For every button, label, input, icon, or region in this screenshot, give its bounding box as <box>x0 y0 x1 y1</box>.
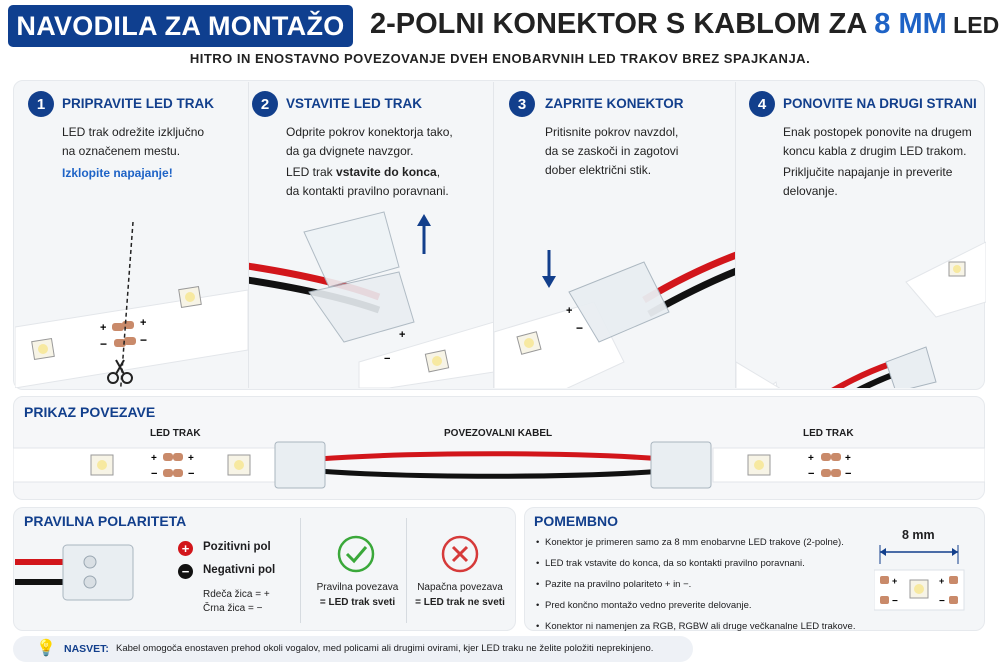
step-title: PONOVITE NA DRUGI STRANI <box>783 96 977 111</box>
step-title: VSTAVITE LED TRAK <box>286 96 423 111</box>
svg-text:−: − <box>384 353 390 365</box>
svg-text:−: − <box>151 468 157 480</box>
list-item: Konektor ni namenjen za RGB, RGBW ali dr… <box>536 616 866 637</box>
right-strip-label: LED TRAK <box>803 428 854 439</box>
close-connector-illustration: + − <box>494 250 736 388</box>
step-text-line: da se zaskoči in zagotovi <box>545 144 679 158</box>
list-item: Konektor je primeren samo za 8 mm enobar… <box>536 532 866 553</box>
svg-text:+: + <box>151 453 157 464</box>
list-item: Pazite na pravilno polariteto + in −. <box>536 574 866 595</box>
important-list: Konektor je primeren samo za 8 mm enobar… <box>536 532 866 637</box>
cable-label: POVEZOVALNI KABEL <box>444 428 553 439</box>
width-illustration: + − + − <box>874 545 965 611</box>
step-text-line: delovanje. <box>783 184 838 198</box>
svg-text:−: − <box>808 468 814 480</box>
correct-connection-text: Pravilna povezava <box>316 582 399 593</box>
left-strip-label: LED TRAK <box>150 428 201 439</box>
step-text-line: , <box>436 165 441 179</box>
step-text-bold: vstavite do konca <box>336 165 437 179</box>
connection-diagram: + + − − + + − − <box>13 441 985 489</box>
step-2: 2 VSTAVITE LED TRAK Odprite pokrov konek… <box>248 82 494 388</box>
both-sides-illustration <box>736 241 986 388</box>
step-text-line: Pritisnite pokrov navzdol, <box>545 125 679 139</box>
svg-text:−: − <box>188 468 194 480</box>
main-title: 2-POLNI KONEKTOR S KABLOM ZA 8 MM LED TR… <box>370 8 1000 41</box>
title-badge: NAVODILA ZA MONTAŽO <box>8 5 353 47</box>
step-3: 3 ZAPRITE KONEKTOR Pritisnite pokrov nav… <box>493 82 736 388</box>
svg-text:+: + <box>845 453 851 464</box>
svg-text:−: − <box>892 596 898 607</box>
correct-connection-result: = LED trak sveti <box>319 597 396 608</box>
insert-strip-illustration: + − <box>249 211 494 388</box>
svg-text:−: − <box>939 596 945 607</box>
step-4: 4 PONOVITE NA DRUGI STRANI Enak postopek… <box>735 82 986 388</box>
svg-text:+: + <box>939 576 944 586</box>
step-text-line: Priključite napajanje in preverite <box>783 165 953 179</box>
step-text-line: na označenem mestu. <box>62 144 181 158</box>
step-text-line: LED trak <box>286 165 337 179</box>
negative-label: Negativni pol <box>203 564 276 576</box>
title-main: 2-POLNI KONEKTOR S KABLOM ZA <box>370 8 875 40</box>
subtitle: HITRO IN ENOSTAVNO POVEZOVANJE DVEH ENOB… <box>189 51 811 66</box>
svg-text:−: − <box>100 337 107 351</box>
arrow-up-icon <box>417 214 431 254</box>
svg-text:−: − <box>845 468 851 480</box>
arrow-down-icon <box>542 250 556 288</box>
cross-icon <box>441 535 479 573</box>
polarity-title: PRAVILNA POLARITETA <box>24 513 187 529</box>
list-item: LED trak vstavite do konca, da so kontak… <box>536 553 866 574</box>
step-number: 4 <box>749 91 775 117</box>
step-text-line: da ga dvignete navzgor. <box>286 144 414 158</box>
divider <box>406 518 407 623</box>
title-end: LED TRAK <box>953 12 1000 38</box>
badge-text: NAVODILA ZA MONTAŽO <box>16 10 345 41</box>
title-highlight: 8 MM <box>874 8 947 40</box>
list-item: Pred končno montažo vedno preverite delo… <box>536 595 866 616</box>
step-text-line: dober električni stik. <box>545 163 652 177</box>
step-title: ZAPRITE KONEKTOR <box>545 96 684 111</box>
connection-title: PRIKAZ POVEZAVE <box>24 404 156 420</box>
svg-text:+: + <box>188 453 194 464</box>
svg-text:+: + <box>566 305 572 317</box>
svg-text:+: + <box>140 317 146 329</box>
step-number: 2 <box>252 91 278 117</box>
svg-text:+: + <box>100 322 106 334</box>
minus-icon: − <box>178 564 193 579</box>
tip-bar <box>13 636 693 662</box>
wrong-connection-text: Napačna povezava <box>417 582 503 593</box>
positive-label: Pozitivni pol <box>203 541 271 553</box>
lightbulb-icon: 💡 <box>36 640 56 657</box>
svg-text:+: + <box>399 329 405 341</box>
step-text-line: Odprite pokrov konektorja tako, <box>286 125 453 139</box>
step-1: 1 PRIPRAVITE LED TRAK LED trak odrežite … <box>15 82 248 388</box>
important-title: POMEMBNO <box>534 513 618 529</box>
wrong-connection-result: = LED trak ne sveti <box>415 597 505 608</box>
plus-icon: + <box>178 541 193 556</box>
red-wire-text: Rdeča žica = + <box>203 589 270 600</box>
step-number: 3 <box>509 91 535 117</box>
divider <box>300 518 301 623</box>
step-text-line: Enak postopek ponovite na drugem <box>783 125 972 139</box>
step-text-line: koncu kabla z drugim LED trakom. <box>783 144 967 158</box>
scissors-icon <box>107 359 133 384</box>
svg-text:−: − <box>140 333 147 347</box>
tip-label: NASVET: <box>64 643 109 655</box>
svg-text:−: − <box>576 321 583 335</box>
black-wire-text: Črna žica = − <box>203 603 263 614</box>
svg-text:+: + <box>892 576 897 586</box>
step-text-line: da kontakti pravilno poravnani. <box>286 184 449 198</box>
width-label: 8 mm <box>902 528 935 542</box>
cut-strip-illustration: + + − − <box>15 222 248 388</box>
check-icon <box>337 535 375 573</box>
polarity-panel <box>13 507 516 631</box>
step-title: PRIPRAVITE LED TRAK <box>62 96 215 111</box>
tip-text: Kabel omogoča enostaven prehod okoli vog… <box>116 643 654 654</box>
step-number: 1 <box>28 91 54 117</box>
step-text-line: LED trak odrežite izključno <box>62 125 205 139</box>
polarity-connector-illustration <box>15 544 134 601</box>
svg-text:+: + <box>808 453 814 464</box>
power-off-note: Izklopite napajanje! <box>62 166 173 180</box>
